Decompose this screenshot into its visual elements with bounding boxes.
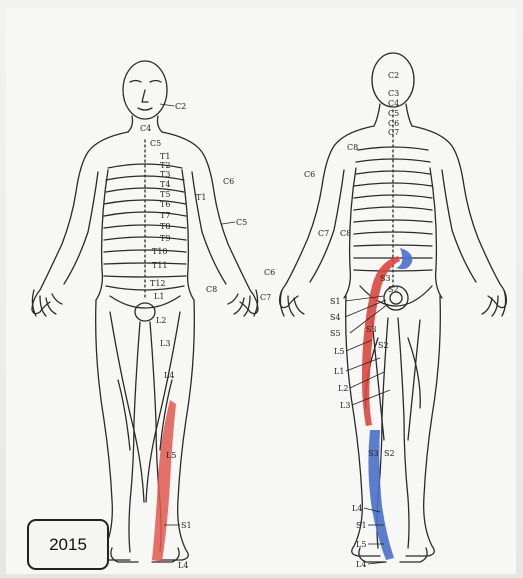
back-c8-label: C8 <box>347 143 358 152</box>
back-labels: C2 C3 C4 C5 C6 C7 C8 C6 C7 C8 S3 S2 S1 S… <box>304 71 399 569</box>
front-l1-label: L1 <box>154 292 164 301</box>
back-s5-label: S5 <box>330 329 341 338</box>
front-t10-label: T10 <box>152 247 168 256</box>
front-t11-label: T11 <box>152 261 168 270</box>
back-s1-label: S1 <box>330 297 341 306</box>
back-c7-arm-label: C7 <box>318 229 329 238</box>
back-l5b-label: L5 <box>356 540 366 549</box>
front-c8-hand-label: C8 <box>206 285 217 294</box>
back-s3c-label: S3 <box>368 449 379 458</box>
back-l2-label: L2 <box>338 384 348 393</box>
front-l3-label: L3 <box>160 339 170 348</box>
back-l4-label: L4 <box>352 504 362 513</box>
back-l1-label: L1 <box>334 367 344 376</box>
back-l3-label: L3 <box>340 401 350 410</box>
back-s4-label: S4 <box>330 313 341 322</box>
front-l4-foot-label: L4 <box>178 561 188 570</box>
back-c8-arm-label: C8 <box>340 229 351 238</box>
front-c2-label: C2 <box>175 102 186 111</box>
front-l4-label: L4 <box>164 371 174 380</box>
back-c6-label: C6 <box>388 119 399 128</box>
year-label-box: 2015 <box>27 519 109 570</box>
back-s3b-label: S3 <box>366 325 377 334</box>
year-label: 2015 <box>49 535 87 555</box>
front-c5-label: C5 <box>150 139 161 148</box>
front-t3-label: T3 <box>160 170 170 179</box>
front-t5-label: T5 <box>160 190 170 199</box>
front-t2-label: T2 <box>160 161 170 170</box>
back-l5-label: L5 <box>334 347 344 356</box>
back-c2-label: C2 <box>388 71 399 80</box>
back-c6-arm-label: C6 <box>304 170 315 179</box>
front-c4-label: C4 <box>140 124 151 133</box>
front-t7-label: T7 <box>160 211 170 220</box>
front-t1-label: T1 <box>160 152 170 161</box>
front-c7-hand-label: C7 <box>260 293 271 302</box>
front-s1-label: S1 <box>181 521 192 530</box>
front-l5-label: L5 <box>166 451 176 460</box>
back-s2c-label: S2 <box>384 449 395 458</box>
front-t8-label: T8 <box>160 222 170 231</box>
front-t12-label: T12 <box>150 279 166 288</box>
back-s2b-label: S2 <box>378 341 389 350</box>
back-l4b-label: L4 <box>356 560 366 569</box>
front-t1-arm-label: T1 <box>196 193 206 202</box>
front-t9-label: T9 <box>160 234 170 243</box>
front-t6-label: T6 <box>160 200 170 209</box>
back-s3-label: S3 <box>380 274 391 283</box>
back-s2-label: S2 <box>388 285 399 294</box>
back-c7-label: C7 <box>388 128 399 137</box>
front-t4-label: T4 <box>160 180 170 189</box>
back-c3-label: C3 <box>388 89 399 98</box>
front-c5-arm-label: C5 <box>236 218 247 227</box>
back-s1c-label: S1 <box>356 521 367 530</box>
front-c6-hand-label: C6 <box>264 268 275 277</box>
front-body-figure <box>32 61 258 562</box>
front-c6-arm-label: C6 <box>223 177 234 186</box>
back-c5-label: C5 <box>388 109 399 118</box>
back-c4-label: C4 <box>388 99 399 108</box>
front-l2-label: L2 <box>156 316 166 325</box>
